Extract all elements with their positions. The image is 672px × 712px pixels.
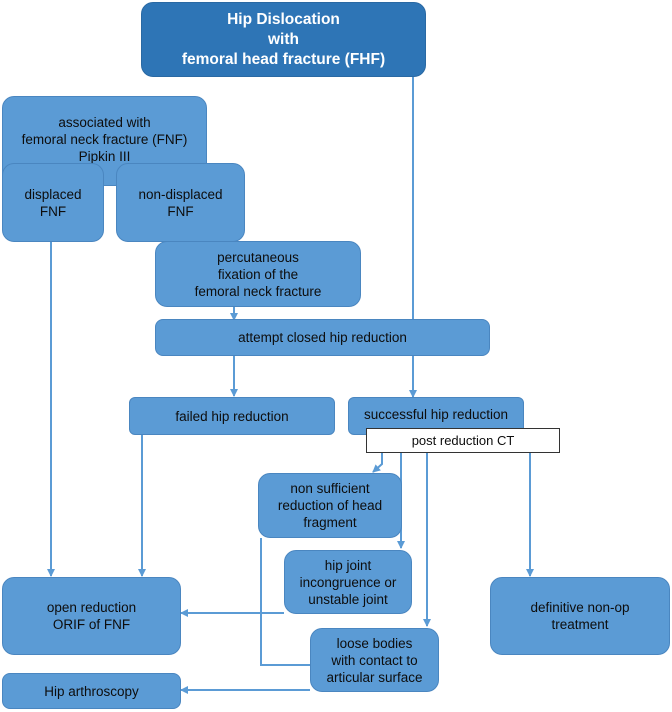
ct-line-1: post reduction CT [411,433,515,448]
incongruence-line-1: hip joint [324,557,372,573]
connector-nonsufficient-to-loose [260,538,310,666]
post-reduction-ct-box: post reduction CT [366,428,560,453]
nondisplaced-line-1: non-displaced [138,186,223,202]
successful-line-1: successful hip reduction [363,407,509,422]
attempt-line-1: attempt closed hip reduction [238,330,407,345]
nondisplaced-fnf-box: non-displaced FNF [116,163,245,242]
orif-line-1: open reduction [46,600,137,615]
loose-line-2: with contact to [331,652,418,668]
loose-line-1: loose bodies [336,635,413,651]
arrow-ct-to-nonsufficient [372,453,383,473]
incongruence-box: hip joint incongruence or unstable joint [284,550,412,614]
incongruence-line-3: unstable joint [308,591,388,607]
fnf-line-3: Pipkin III [78,149,131,164]
nonop-line-2: treatment [551,617,609,632]
displaced-line-1: displaced [24,186,82,202]
failed-reduction-box: failed hip reduction [129,397,335,435]
fnf-line-2: femoral neck fracture (FNF) [21,132,188,147]
percutaneous-line-1: percutaneous [217,249,299,265]
loose-bodies-box: loose bodies with contact to articular s… [310,628,439,692]
percutaneous-line-2: fixation of the [217,266,299,282]
hip-arthroscopy-box: Hip arthroscopy [2,673,181,709]
nonsufficient-line-1: non sufficient [290,481,370,496]
definitive-nonop-box: definitive non-op treatment [490,577,670,655]
fnf-line-1: associated with [58,115,151,130]
nonsufficient-line-2: reduction of head [277,498,383,513]
failed-line-1: failed hip reduction [175,408,289,424]
title-line-2: with [268,30,299,48]
nonop-line-1: definitive non-op [530,600,630,615]
displaced-line-2: FNF [39,203,67,219]
percutaneous-line-3: femoral neck fracture [194,283,322,299]
attempt-closed-reduction-box: attempt closed hip reduction [155,319,490,356]
title-line-3: femoral head fracture (FHF) [181,50,386,68]
orif-line-2: ORIF of FNF [52,617,131,632]
nonsufficient-line-3: fragment [303,515,357,530]
displaced-fnf-box: displaced FNF [2,163,104,242]
open-reduction-orif-box: open reduction ORIF of FNF [2,577,181,655]
arthroscopy-line-1: Hip arthroscopy [44,683,139,699]
incongruence-line-2: incongruence or [299,574,397,590]
title-line-1: Hip Dislocation [227,10,340,28]
percutaneous-fixation-box: percutaneous fixation of the femoral nec… [155,241,361,307]
loose-line-3: articular surface [326,669,423,685]
title-box: Hip Dislocation with femoral head fractu… [141,2,426,77]
nonsufficient-reduction-box: non sufficient reduction of head fragmen… [258,473,402,538]
nondisplaced-line-2: FNF [167,203,194,219]
